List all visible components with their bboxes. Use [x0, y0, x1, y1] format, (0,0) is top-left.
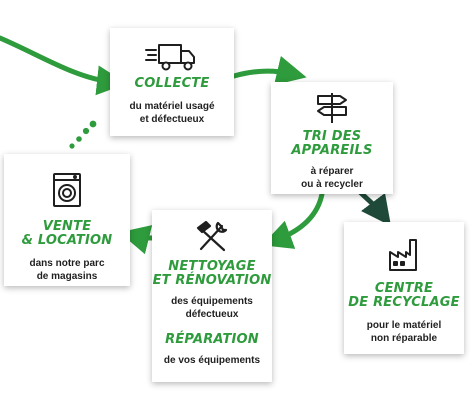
arrow-tri-to-nettoyage: [261, 191, 325, 249]
delivery-truck-icon: [145, 44, 195, 71]
factory-icon: [389, 239, 417, 271]
hammer-wrench-icon: [196, 220, 228, 252]
arrow-collecte-to-tri: [231, 55, 307, 86]
card-collecte: COLLECTE du matériel usagé et défectueux: [110, 28, 234, 136]
collecte-description: du matériel usagé et défectueux: [129, 101, 215, 125]
centre-title: CENTRE DE RECYCLAGE: [348, 281, 460, 310]
vente-title: VENTE & LOCATION: [21, 219, 113, 248]
centre-description: pour le matériel non réparable: [366, 320, 442, 344]
washing-machine-icon: [53, 173, 81, 207]
reparation-description: de vos équipements: [163, 355, 261, 366]
card-tri: TRI DES APPAREILS à réparer ou à recycle…: [271, 82, 393, 194]
card-nettoyage: NETTOYAGE ET RÉNOVATION des équipements …: [152, 210, 272, 382]
nettoyage-description: des équipements défectueux: [171, 296, 253, 320]
nettoyage-title: NETTOYAGE ET RÉNOVATION: [152, 259, 272, 288]
reparation-title: RÉPARATION: [165, 332, 259, 347]
arrow-nettoyage-to-vente: [119, 225, 155, 255]
card-vente: VENTE & LOCATION dans notre parc de maga…: [4, 154, 130, 286]
tri-description: à réparer ou à recycler: [301, 166, 363, 190]
dotted-arrow: [69, 120, 97, 149]
arrow-entry: [0, 35, 127, 96]
tri-title: TRI DES APPAREILS: [291, 129, 373, 158]
collecte-title: COLLECTE: [134, 76, 210, 91]
card-centre: CENTRE DE RECYCLAGE pour le matériel non…: [344, 222, 464, 354]
signpost-icon: [317, 93, 347, 123]
arrow-tri-to-centre: [357, 189, 392, 226]
vente-description: dans notre parc de magasins: [29, 258, 105, 282]
